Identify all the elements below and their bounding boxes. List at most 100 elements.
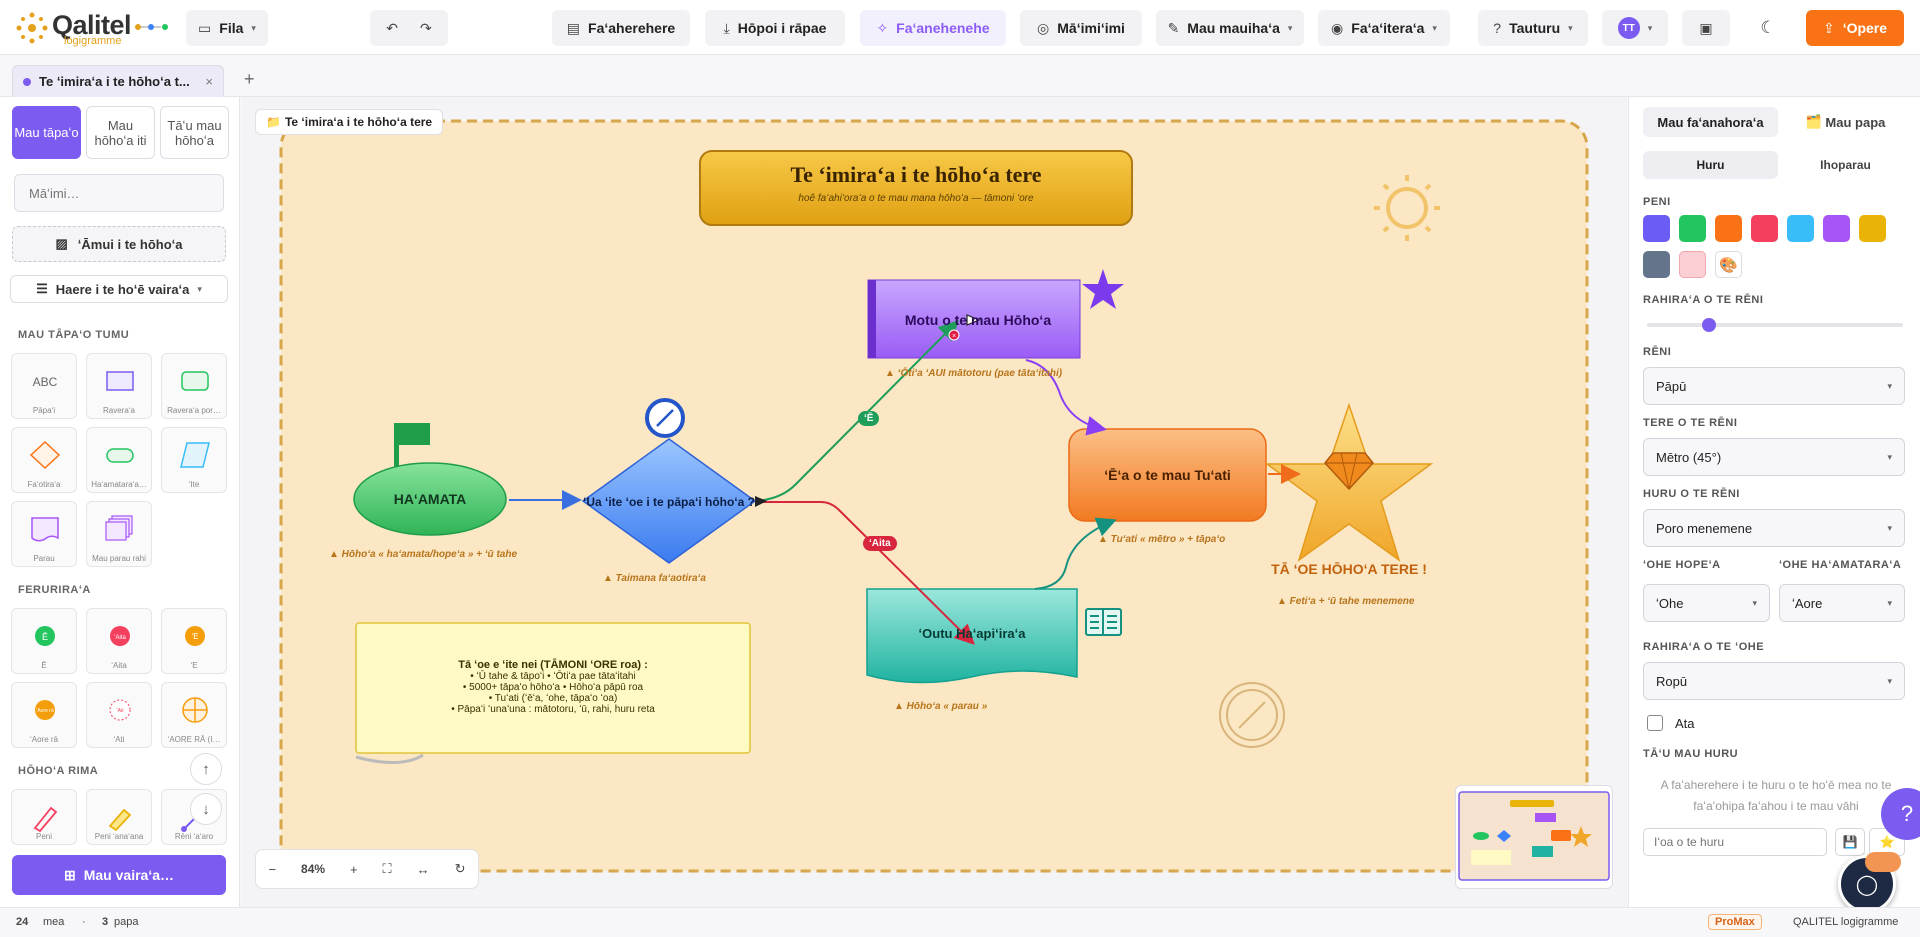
color-swatch[interactable] bbox=[1679, 251, 1706, 278]
tab-properties[interactable]: Mau faʻanahoraʻa bbox=[1643, 107, 1778, 137]
library-select[interactable]: ☰Haere i te hoʻē vairaʻa▾ bbox=[10, 275, 228, 303]
line-style-select[interactable]: Pāpū▾ bbox=[1643, 367, 1905, 405]
slider-thumb[interactable] bbox=[1702, 318, 1716, 332]
logic-no-glyph: ʻAita bbox=[114, 634, 126, 641]
dark-mode-toggle[interactable]: ☾ bbox=[1744, 10, 1792, 46]
tuati-node[interactable] bbox=[1068, 428, 1267, 522]
shape-document[interactable]: Parau bbox=[11, 501, 77, 567]
reset-view-icon[interactable]: ↻ bbox=[454, 861, 466, 876]
add-tab-icon[interactable]: + bbox=[244, 69, 255, 89]
color-swatch[interactable] bbox=[1715, 215, 1742, 242]
file-menu-button[interactable]: ▭Fila▾ bbox=[186, 10, 268, 46]
close-icon[interactable]: × bbox=[205, 74, 213, 89]
zoom-in-icon[interactable]: + bbox=[350, 861, 358, 877]
color-swatch[interactable] bbox=[1643, 251, 1670, 278]
decision-node[interactable] bbox=[581, 438, 757, 564]
export-button[interactable]: ⤓Hōpoi i rāpae bbox=[705, 10, 845, 46]
fit-screen-icon[interactable]: ⛶ bbox=[382, 861, 392, 876]
book-icon bbox=[1085, 608, 1122, 636]
tab-icons[interactable]: Mau hōhoʻa iti bbox=[86, 106, 155, 159]
logic-other[interactable]: ʻAti ʻAti bbox=[86, 682, 152, 748]
color-swatch[interactable] bbox=[1787, 215, 1814, 242]
routing-select[interactable]: Mētro (45°)▾ bbox=[1643, 438, 1905, 476]
share-button[interactable]: ⇪ʻOpere bbox=[1806, 10, 1904, 46]
start-arrow-select[interactable]: ʻAore▾ bbox=[1779, 584, 1905, 622]
edge-no[interactable] bbox=[756, 501, 975, 645]
logic-and[interactable]: ʻE ʻE bbox=[161, 608, 227, 674]
tab-my-images[interactable]: Tāʻu mau hōhoʻa bbox=[160, 106, 229, 159]
shape-rounded-process[interactable]: Raveraʻa por… bbox=[161, 353, 227, 419]
arrow-size-select[interactable]: Ropū▾ bbox=[1643, 662, 1905, 700]
shape-data[interactable]: ʻIte bbox=[161, 427, 227, 493]
edge-no-label[interactable]: ʻAita bbox=[863, 536, 897, 551]
start-node[interactable] bbox=[353, 462, 507, 536]
color-swatch[interactable] bbox=[1823, 215, 1850, 242]
menu-icon: ☰ bbox=[36, 281, 48, 296]
templates-button[interactable]: ⊞Mau vairaʻa… bbox=[12, 855, 226, 895]
logic-no[interactable]: ʻAita ʻAita bbox=[86, 608, 152, 674]
validate-button[interactable]: ◎Māʻimiʻimi bbox=[1020, 10, 1142, 46]
routing-value: Mētro (45°) bbox=[1656, 449, 1722, 465]
help-fab[interactable]: ? bbox=[1881, 788, 1920, 840]
color-swatch[interactable] bbox=[1643, 215, 1670, 242]
tab-symbols[interactable]: Mau tāpaʻo bbox=[12, 106, 81, 159]
tools-menu-button[interactable]: ✎Mau mauihaʻa▾ bbox=[1156, 10, 1304, 46]
edge-yes-label[interactable]: ʻĒ bbox=[858, 411, 880, 426]
zoom-level[interactable]: 84% bbox=[301, 862, 326, 876]
scroll-up-button[interactable]: ↑ bbox=[190, 753, 222, 785]
search-input[interactable] bbox=[14, 174, 224, 212]
tab-pages[interactable]: 🗂️ Mau papa bbox=[1778, 107, 1913, 137]
compass-decor-icon bbox=[1219, 682, 1285, 748]
draw-highlighter[interactable]: Peni ʻanaʻana bbox=[86, 789, 152, 845]
end-node-label: TĀ ʻOE HŌHOʻA TERE ! bbox=[1271, 561, 1427, 577]
shadow-checkbox[interactable] bbox=[1647, 715, 1663, 731]
shape-decision[interactable]: Faʻotiraʻa bbox=[11, 427, 77, 493]
edge-motu-to-tuati[interactable] bbox=[1025, 359, 1107, 436]
fit-width-icon[interactable]: ↔ bbox=[416, 861, 430, 877]
logic-xor[interactable]: ʻAORE RĀ (I… bbox=[161, 682, 227, 748]
title-banner[interactable] bbox=[699, 150, 1133, 226]
user-menu-button[interactable]: TT▾ bbox=[1602, 10, 1668, 46]
zoom-out-icon[interactable]: − bbox=[268, 861, 277, 877]
end-arrow-select[interactable]: ʻOhe▾ bbox=[1643, 584, 1770, 622]
minimap[interactable] bbox=[1455, 785, 1613, 889]
edge-handle[interactable]: × bbox=[755, 314, 981, 507]
page-tag[interactable]: 📁Te ʻimiraʻa i te hōhoʻa tere bbox=[255, 109, 444, 135]
help-menu-button[interactable]: ?Tauturu▾ bbox=[1478, 10, 1588, 46]
subtab-style[interactable]: Huru bbox=[1643, 151, 1778, 179]
color-swatch[interactable] bbox=[1679, 215, 1706, 242]
shape-multi-document[interactable]: Mau parau rahi bbox=[86, 501, 152, 567]
shape-label: Raveraʻa bbox=[102, 406, 135, 415]
color-swatch[interactable] bbox=[1751, 215, 1778, 242]
note-box[interactable] bbox=[355, 622, 751, 754]
corner-select[interactable]: Poro menemene▾ bbox=[1643, 509, 1905, 547]
undo-icon[interactable]: ↶ bbox=[386, 19, 398, 36]
logic-yes[interactable]: Ē Ē bbox=[11, 608, 77, 674]
view-menu-button[interactable]: ◉Faʻaʻiteraʻa▾ bbox=[1318, 10, 1450, 46]
redo-icon[interactable]: ↷ bbox=[420, 19, 432, 36]
color-swatch[interactable] bbox=[1859, 215, 1886, 242]
ai-beautify-button[interactable]: ✧Faʻanehenehe bbox=[860, 10, 1006, 46]
import-image-button[interactable]: ▨ʻĀmui i te hōhoʻa bbox=[12, 226, 226, 262]
stroke-width-slider[interactable] bbox=[1647, 318, 1903, 332]
edge-outu-to-tuati[interactable] bbox=[1034, 517, 1117, 590]
shape-terminator[interactable]: Haʻamataraʻa… bbox=[86, 427, 152, 493]
diagram-canvas[interactable]: × 📁Te ʻimiraʻa i te hōhoʻa tere Te ʻimir… bbox=[241, 97, 1627, 907]
logic-or[interactable]: ʻAore rā ʻAore rā bbox=[11, 682, 77, 748]
document-tabbar: Te ʻimiraʻa i te hōhoʻa t... × + bbox=[0, 55, 1920, 97]
style-name-input[interactable] bbox=[1643, 828, 1827, 856]
help-label: Tauturu bbox=[1509, 20, 1561, 36]
draw-pen[interactable]: Peni bbox=[11, 789, 77, 845]
present-button[interactable]: ▣ bbox=[1682, 10, 1730, 46]
save-button[interactable]: ▤Faʻaherehere bbox=[552, 10, 690, 46]
tab-pages-label: Mau papa bbox=[1825, 114, 1886, 130]
subtab-text[interactable]: Ihoparau bbox=[1820, 158, 1871, 172]
scroll-down-button[interactable]: ↓ bbox=[190, 793, 222, 825]
shape-process[interactable]: Raveraʻa bbox=[86, 353, 152, 419]
shape-label: Mau parau rahi bbox=[92, 554, 146, 563]
document-tab[interactable]: Te ʻimiraʻa i te hōhoʻa t... × bbox=[12, 65, 224, 97]
plan-badge: ProMax bbox=[1708, 914, 1762, 930]
save-style-button[interactable]: 💾 bbox=[1835, 828, 1865, 856]
shape-text[interactable]: ABC Pāpaʻi bbox=[11, 353, 77, 419]
custom-color-picker[interactable]: 🎨 bbox=[1715, 251, 1742, 278]
